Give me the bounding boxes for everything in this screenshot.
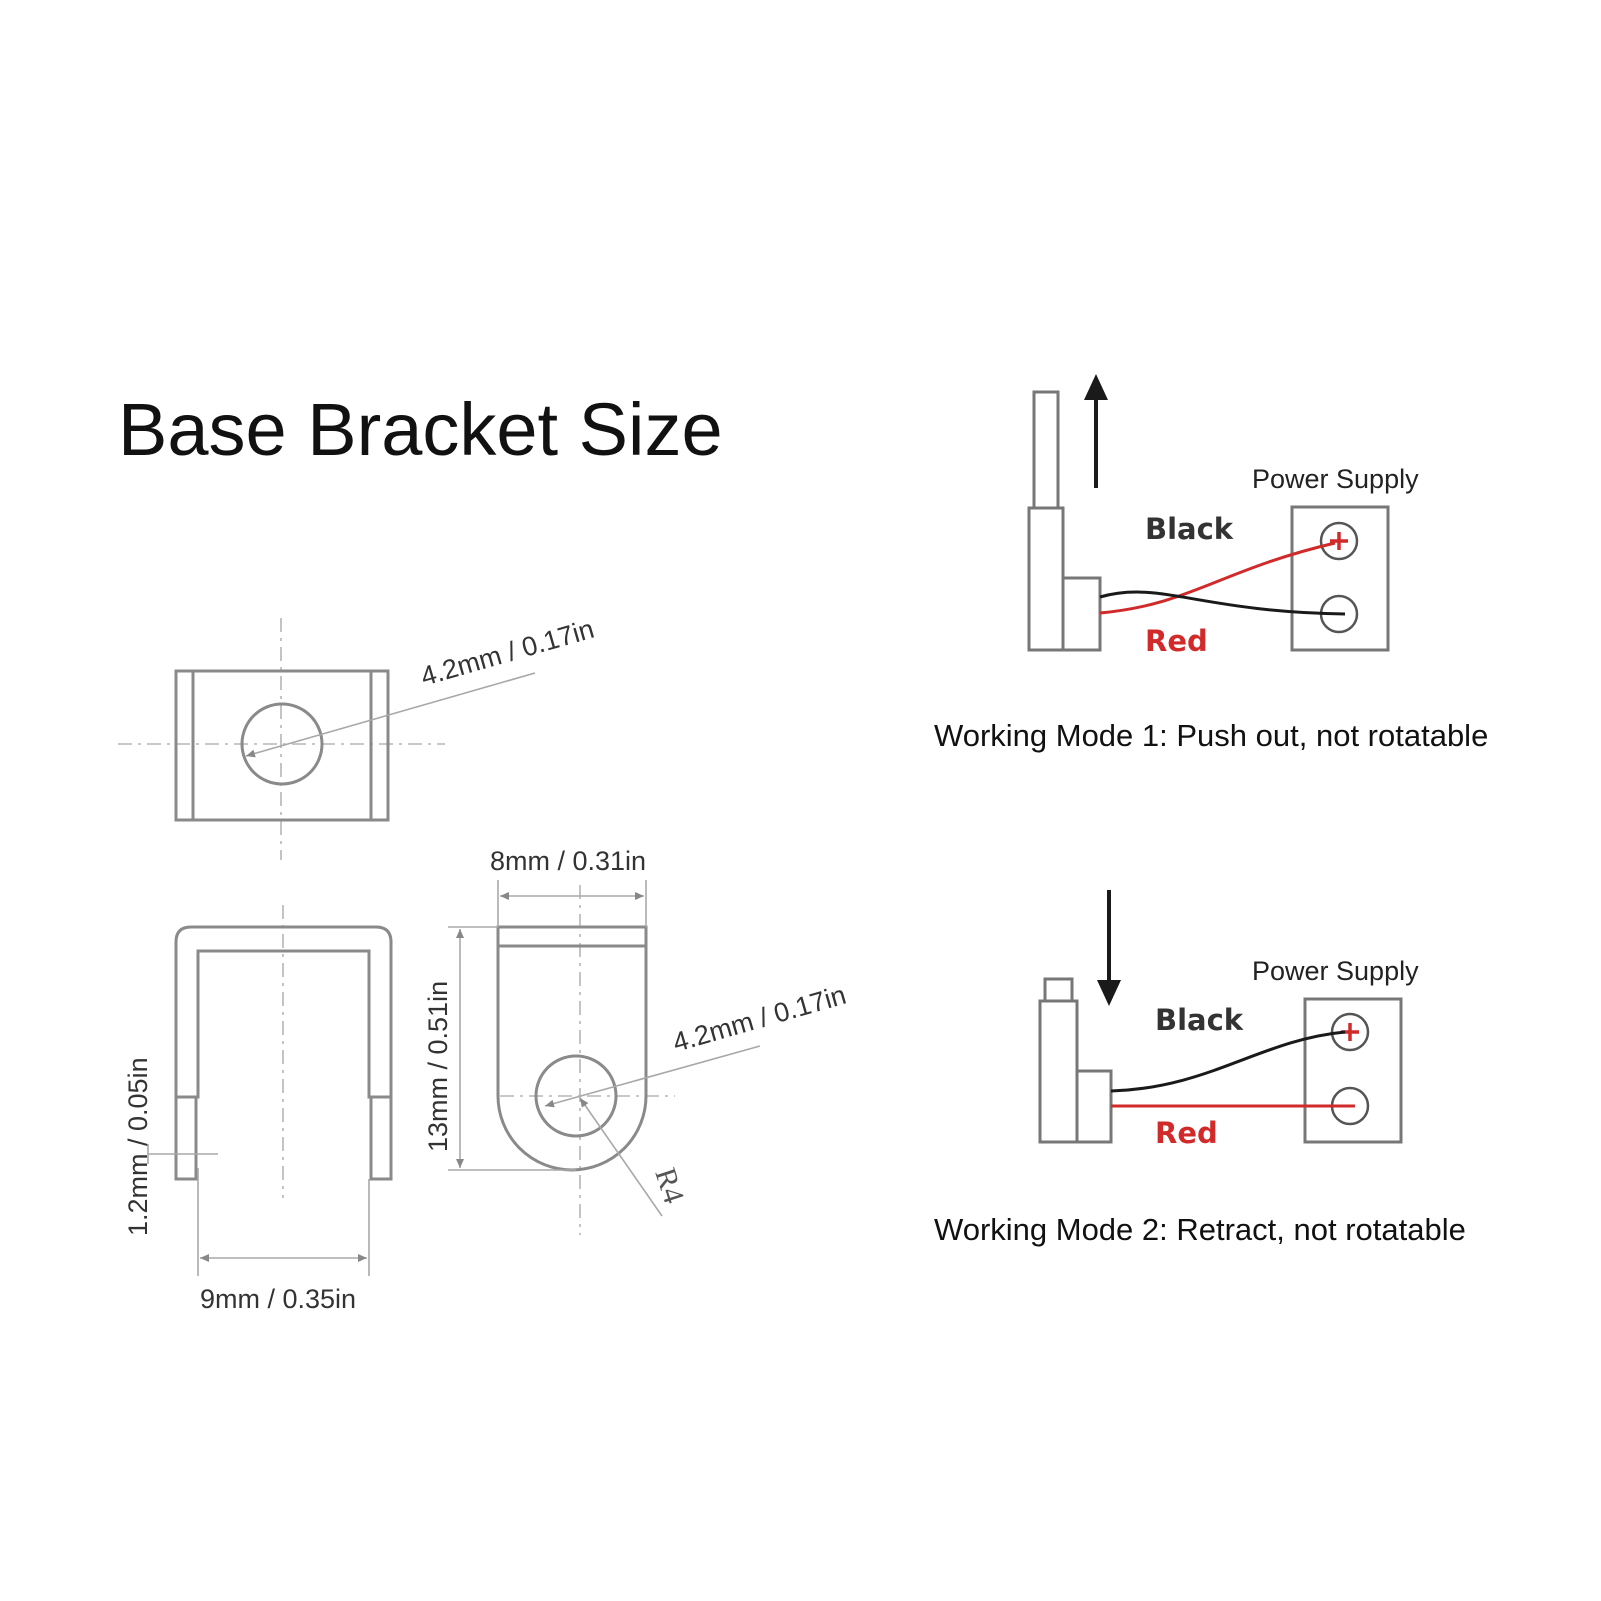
- radius-dimension: R4: [648, 1164, 690, 1207]
- thickness-dimension: 1.2mm / 0.05in: [123, 1057, 153, 1236]
- page-title: Base Bracket Size: [118, 388, 723, 471]
- radius-leader: [579, 1097, 663, 1217]
- top-view-outline: [174, 669, 390, 822]
- mode2-black-label: Black: [1155, 1003, 1244, 1037]
- mode2-power-supply-box: [1303, 997, 1403, 1144]
- top-view-drawing: 4.2mm / 0.17in: [118, 614, 597, 860]
- mode1-black-label: Black: [1145, 512, 1234, 546]
- mode1-red-label: Red: [1145, 624, 1208, 658]
- top-view-hole: [240, 702, 324, 786]
- side-hole-leader: [544, 1045, 761, 1108]
- mode1-diagram: Power Supply Black Red Working Mode 1: P…: [934, 374, 1488, 753]
- mode2-actuator-connector: [1075, 1069, 1113, 1144]
- mode2-actuator-body: [1038, 999, 1079, 1144]
- mode2-positive-terminal: [1330, 1012, 1370, 1052]
- mode1-up-arrow-icon: [1084, 374, 1108, 400]
- side-view-hole: [534, 1054, 618, 1138]
- mode1-power-supply-label: Power Supply: [1252, 464, 1419, 494]
- front-view-drawing: 1.2mm / 0.05in 9mm / 0.35in: [123, 905, 393, 1314]
- mode2-diagram: Power Supply Black Red Working Mode 2: R…: [934, 890, 1466, 1247]
- side-height-dimension: 13mm / 0.51in: [423, 981, 453, 1152]
- mode2-red-label: Red: [1155, 1116, 1218, 1150]
- mode1-red-wire: [1099, 541, 1336, 615]
- mode1-black-wire: [1099, 590, 1346, 616]
- mode1-positive-terminal: [1319, 521, 1359, 561]
- width-dimension: 9mm / 0.35in: [200, 1284, 356, 1314]
- mode2-down-arrow-icon: [1097, 980, 1121, 1006]
- mode2-black-wire: [1110, 1030, 1346, 1093]
- mode1-power-supply-box: [1290, 505, 1390, 652]
- mode1-caption: Working Mode 1: Push out, not rotatable: [934, 718, 1488, 753]
- mode2-push-rod: [1043, 977, 1074, 1003]
- mode1-actuator-body: [1027, 506, 1065, 652]
- mode1-actuator-connector: [1061, 576, 1102, 652]
- side-view-outline: [496, 925, 648, 1172]
- top-hole-leader: [245, 672, 536, 758]
- mode2-caption: Working Mode 2: Retract, not rotatable: [934, 1212, 1466, 1247]
- mode2-power-supply-label: Power Supply: [1252, 956, 1419, 986]
- mode1-push-rod: [1032, 390, 1060, 510]
- side-view-drawing: 8mm / 0.31in 13mm / 0.51in 4.2mm / 0.17i…: [423, 846, 849, 1235]
- side-width-dimension: 8mm / 0.31in: [490, 846, 646, 876]
- front-view-outline: [174, 925, 393, 1181]
- top-hole-dimension: 4.2mm / 0.17in: [417, 614, 597, 692]
